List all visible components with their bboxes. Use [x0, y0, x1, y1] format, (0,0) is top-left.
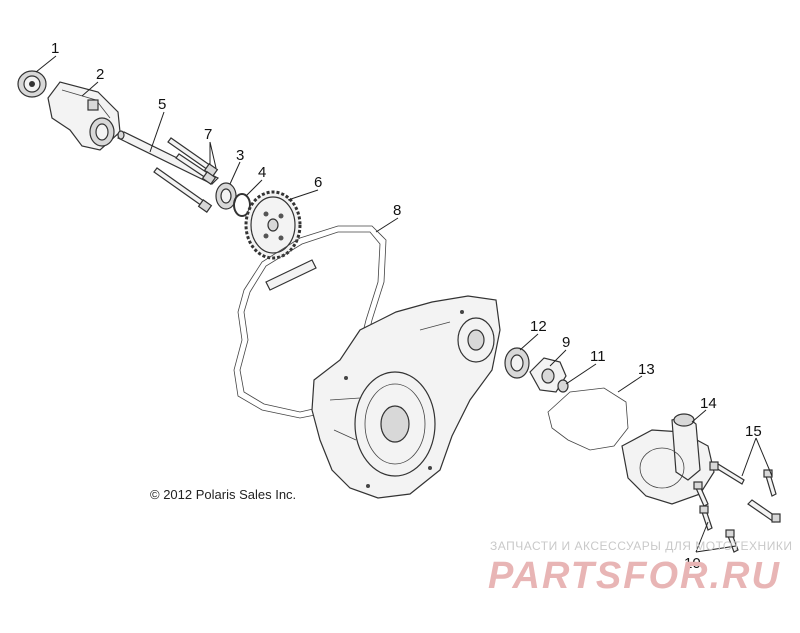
callout-13: 13	[638, 361, 655, 378]
callout-1: 1	[51, 40, 59, 57]
part-9-impeller	[529, 357, 567, 393]
part-14-pump-cover	[621, 413, 715, 505]
watermark-tagline: ЗАПЧАСТИ И АКСЕССУАРЫ ДЛЯ МОТОТЕХНИКИ	[490, 539, 792, 553]
part-10-bolts	[699, 505, 739, 553]
part-7-bolts	[153, 137, 219, 213]
callout-5: 5	[158, 96, 166, 113]
callout-9: 9	[562, 334, 570, 351]
engine-side-cover	[311, 295, 501, 499]
callout-labels: 1 2 5 7 3 4 6 8 12 9 11 13 14 15 10	[51, 40, 762, 572]
part-13-o-ring	[547, 387, 629, 451]
part-4-snap-ring	[233, 193, 251, 217]
callout-11: 11	[590, 348, 606, 365]
callout-3: 3	[236, 147, 244, 164]
copyright-notice: © 2012 Polaris Sales Inc.	[150, 487, 296, 502]
callout-15: 15	[745, 423, 762, 440]
part-1-rotor	[17, 70, 47, 98]
part-11-nut	[557, 379, 569, 393]
part-12-seal	[504, 347, 530, 379]
callout-6: 6	[314, 174, 322, 191]
watermark-brand: PARTSFOR.RU	[488, 555, 781, 597]
callout-10: 10	[684, 555, 701, 572]
part-5-shaft	[116, 130, 220, 185]
part-3-bearing	[215, 182, 237, 210]
callout-14: 14	[700, 395, 717, 412]
callout-8: 8	[393, 202, 401, 219]
watermark: ЗАПЧАСТИ И АКСЕССУАРЫ ДЛЯ МОТОТЕХНИКИ PA…	[488, 539, 792, 597]
callout-2: 2	[96, 66, 104, 83]
callout-12: 12	[530, 318, 547, 335]
part-2-pump-housing	[47, 81, 121, 151]
callout-4: 4	[258, 164, 266, 181]
part-15-bolts	[693, 461, 781, 523]
leader-lines	[35, 55, 773, 553]
callout-7: 7	[204, 126, 212, 143]
part-6-gear	[244, 190, 302, 260]
